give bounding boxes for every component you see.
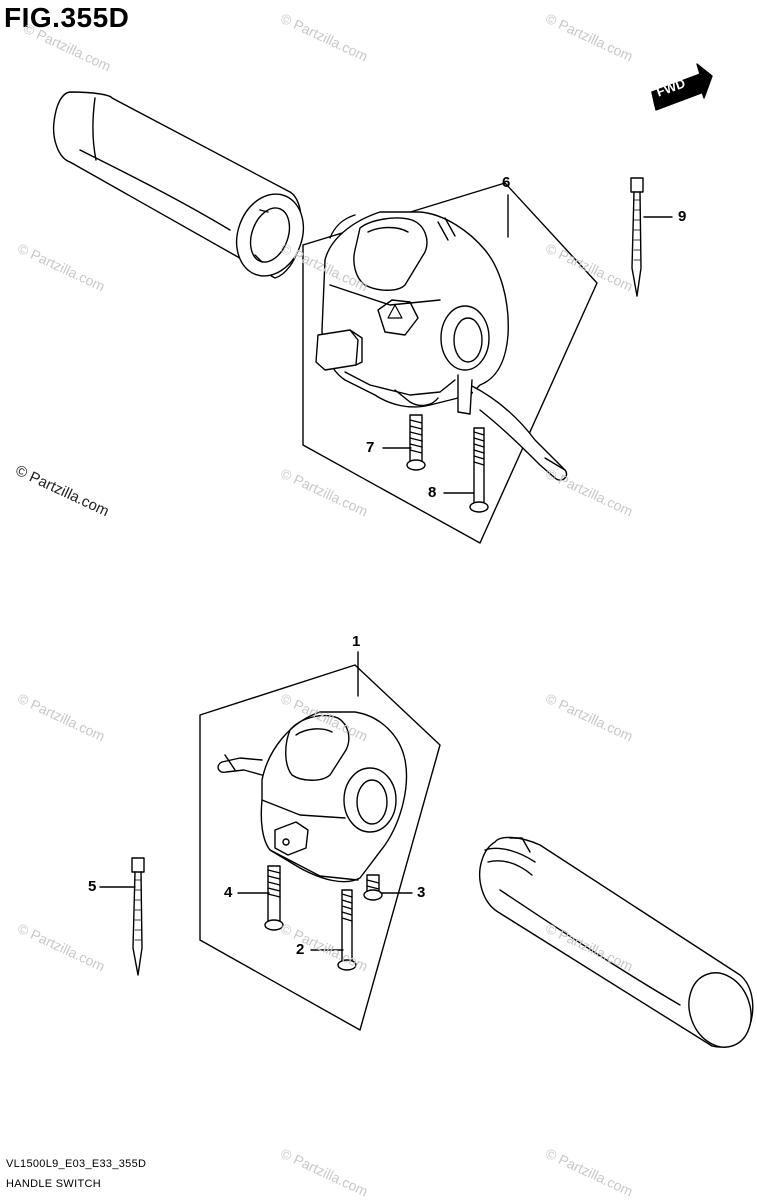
cable-tie-5-illustration (131, 857, 145, 976)
callout-4: 4 (224, 884, 233, 901)
model-code: VL1500L9_E03_E33_355D (6, 1158, 147, 1170)
callout-8: 8 (428, 484, 437, 501)
screw-8-illustration (469, 427, 489, 513)
callout-9: 9 (678, 208, 687, 225)
screw-7-illustration (406, 414, 426, 471)
right-handle-switch-illustration (315, 211, 568, 481)
screw-3-illustration (363, 874, 383, 901)
assembly-frame-upper (302, 182, 598, 544)
assembly-frame-lower (199, 664, 441, 1031)
screw-4-illustration (264, 865, 284, 931)
callout-1: 1 (352, 633, 361, 650)
left-grip-illustration (52, 91, 305, 279)
screw-2-illustration (337, 889, 357, 971)
callout-2: 2 (296, 941, 305, 958)
figure-title: FIG.355D (4, 2, 130, 33)
callout-5: 5 (88, 878, 97, 895)
callout-6: 6 (502, 174, 511, 191)
callout-3: 3 (417, 884, 426, 901)
cable-tie-9-illustration (630, 177, 644, 297)
left-handle-switch-illustration (217, 711, 408, 883)
forward-arrow-icon (651, 63, 713, 111)
section-name: HANDLE SWITCH (6, 1178, 101, 1190)
callout-7: 7 (366, 439, 375, 456)
right-grip-illustration (479, 836, 754, 1048)
